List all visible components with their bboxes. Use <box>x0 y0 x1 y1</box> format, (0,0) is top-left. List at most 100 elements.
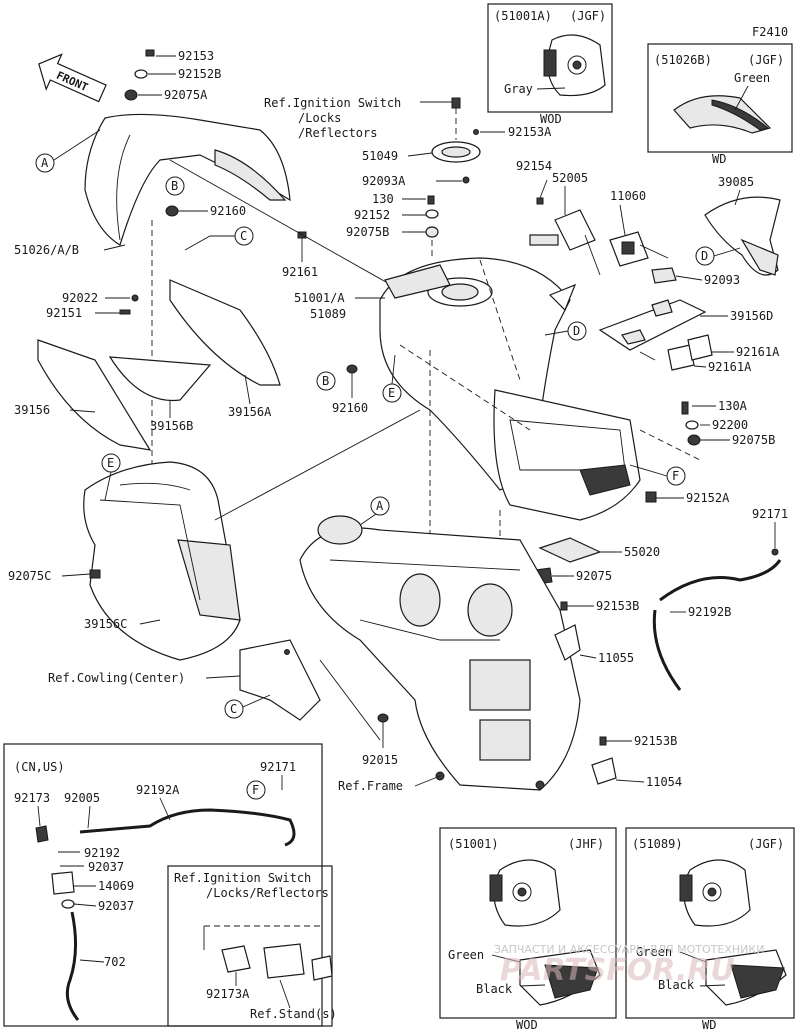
side-cover-51026 <box>84 113 291 246</box>
part-number-label: 92153B <box>596 599 639 613</box>
diagram-label: 92171 <box>260 760 296 774</box>
diagram-label: 92173 <box>14 791 50 805</box>
part-number-label: 92075A <box>164 88 208 102</box>
panel-39156d <box>598 267 713 371</box>
callout-letter: A <box>41 156 49 170</box>
filler-cap-ring-51049 <box>425 129 481 238</box>
callout-letter: D <box>701 249 708 263</box>
part-number-label: 92075B <box>346 225 389 239</box>
diagram-label: Black <box>658 978 695 992</box>
part-number-label: 92152A <box>686 491 730 505</box>
frame <box>299 515 581 791</box>
part-number-label: 39156B <box>150 419 193 433</box>
part-number-label: 55020 <box>624 545 660 559</box>
callout-c-2 <box>224 699 244 719</box>
callout-letter: E <box>107 456 114 470</box>
diagram-label: /Locks/Reflectors <box>206 886 329 900</box>
callout-letter: B <box>322 374 329 388</box>
part-number-label: 92093A <box>362 174 406 188</box>
diagram-label: Black <box>476 982 513 996</box>
side-panels-39156 <box>37 279 281 451</box>
callout-letter: F <box>252 783 259 797</box>
diagram-label: 92037 <box>88 860 124 874</box>
part-number-label: 39156 <box>14 403 50 417</box>
callout-letter: C <box>230 702 237 716</box>
callout-letter: B <box>171 179 178 193</box>
diagram-label: 92192 <box>84 846 120 860</box>
callout-letter: E <box>388 386 395 400</box>
hose-92192b <box>652 548 782 691</box>
diagram-label: Green <box>448 948 484 962</box>
callout-b-2 <box>316 371 336 391</box>
part-number-label: 92075B <box>732 433 775 447</box>
diagram-label: (51001) <box>448 837 499 851</box>
diagram-label: (JHF) <box>568 837 604 851</box>
diagram-label: /Locks <box>298 111 341 125</box>
part-number-label: 92160 <box>210 204 246 218</box>
part-number-label: 92152 <box>354 208 390 222</box>
diagram-label: 92173A <box>206 987 250 1001</box>
diagram-label: 14069 <box>98 879 134 893</box>
diagram-label: PARTSFOR.RU <box>500 953 735 988</box>
callout-b-1 <box>165 176 185 196</box>
part-number-label: 130A <box>718 399 748 413</box>
inset-ignition: Ref.Ignition Switch /Locks/Reflectors 92… <box>167 865 337 1027</box>
callout-letter: F <box>672 469 679 483</box>
part-number-label: 51026/A/B <box>14 243 79 257</box>
part-number-label: 92161 <box>282 265 318 279</box>
part-number-label: 92160 <box>332 401 368 415</box>
callout-letter: A <box>376 499 384 513</box>
part-number-label: 92093 <box>704 273 740 287</box>
part-number-label: 39085 <box>718 175 754 189</box>
diagram-label: Green <box>636 945 672 959</box>
diagram-label: WD <box>712 152 726 166</box>
callout-a-2 <box>370 496 390 516</box>
part-number-label: 92161A <box>708 360 752 374</box>
diagram-label: (JGF) <box>748 53 784 67</box>
fasteners-right <box>645 401 701 503</box>
diagram-label: WD <box>702 1018 716 1032</box>
diagram-label: 92005 <box>64 791 100 805</box>
inset-51089: (51089) (JGF) Green Black WD <box>625 827 795 1032</box>
part-number-label: 92151 <box>46 306 82 320</box>
part-number-label: 92200 <box>712 418 748 432</box>
diagram-label: Green <box>734 71 770 85</box>
diagram-label: (51089) <box>632 837 683 851</box>
fuel-tank-51001 <box>379 257 641 521</box>
part-number-label: 92153B <box>634 734 677 748</box>
diagram-label: (51026B) <box>654 53 712 67</box>
watermark: ЗАПЧАСТИ И АКСЕССУАРЫ ДЛЯ МОТОТЕХНИКИ PA… <box>494 943 764 988</box>
inset-51026b: (51026B) (JGF) Green WD <box>647 43 793 166</box>
diagram-label: WOD <box>516 1018 538 1032</box>
cover-39085 <box>704 196 781 276</box>
diagram-label: WOD <box>540 112 562 126</box>
figure-code: F2410 <box>752 25 788 39</box>
diagram-label: ЗАПЧАСТИ И АКСЕССУАРЫ ДЛЯ МОТОТЕХНИКИ <box>494 943 764 956</box>
part-number-label: 92075 <box>576 569 612 583</box>
part-number-label: 92022 <box>62 291 98 305</box>
part-number-label: 92161A <box>736 345 780 359</box>
part-number-label: 11060 <box>610 189 646 203</box>
part-number-label: 92015 <box>362 753 398 767</box>
callout-letter: C <box>240 229 247 243</box>
part-number-label: 39156A <box>228 405 272 419</box>
part-number-label: 92153 <box>178 49 214 63</box>
part-number-label: 92075C <box>8 569 51 583</box>
diagram-label: Gray <box>504 82 533 96</box>
part-number-label: 51001/A <box>294 291 345 305</box>
part-number-label: 92171 <box>752 507 788 521</box>
part-number-label: 92154 <box>516 159 552 173</box>
part-number-label: 51049 <box>362 149 398 163</box>
diagram-label: Ref.Cowling(Center) <box>48 671 185 685</box>
front-arrow: FRONT <box>38 53 107 103</box>
diagram-label: 92037 <box>98 899 134 913</box>
cowling-center-ref <box>239 639 321 721</box>
inset-51001: (51001) (JHF) Green Black WOD <box>439 827 617 1032</box>
diagram-label: (51001A) <box>494 9 552 23</box>
inner-panel-39156c <box>83 461 241 661</box>
diagram-label: /Reflectors <box>298 126 377 140</box>
diagram-label: Ref.Ignition Switch <box>264 96 401 110</box>
diagram-label: (JGF) <box>748 837 784 851</box>
diagram-label: 92192A <box>136 783 180 797</box>
